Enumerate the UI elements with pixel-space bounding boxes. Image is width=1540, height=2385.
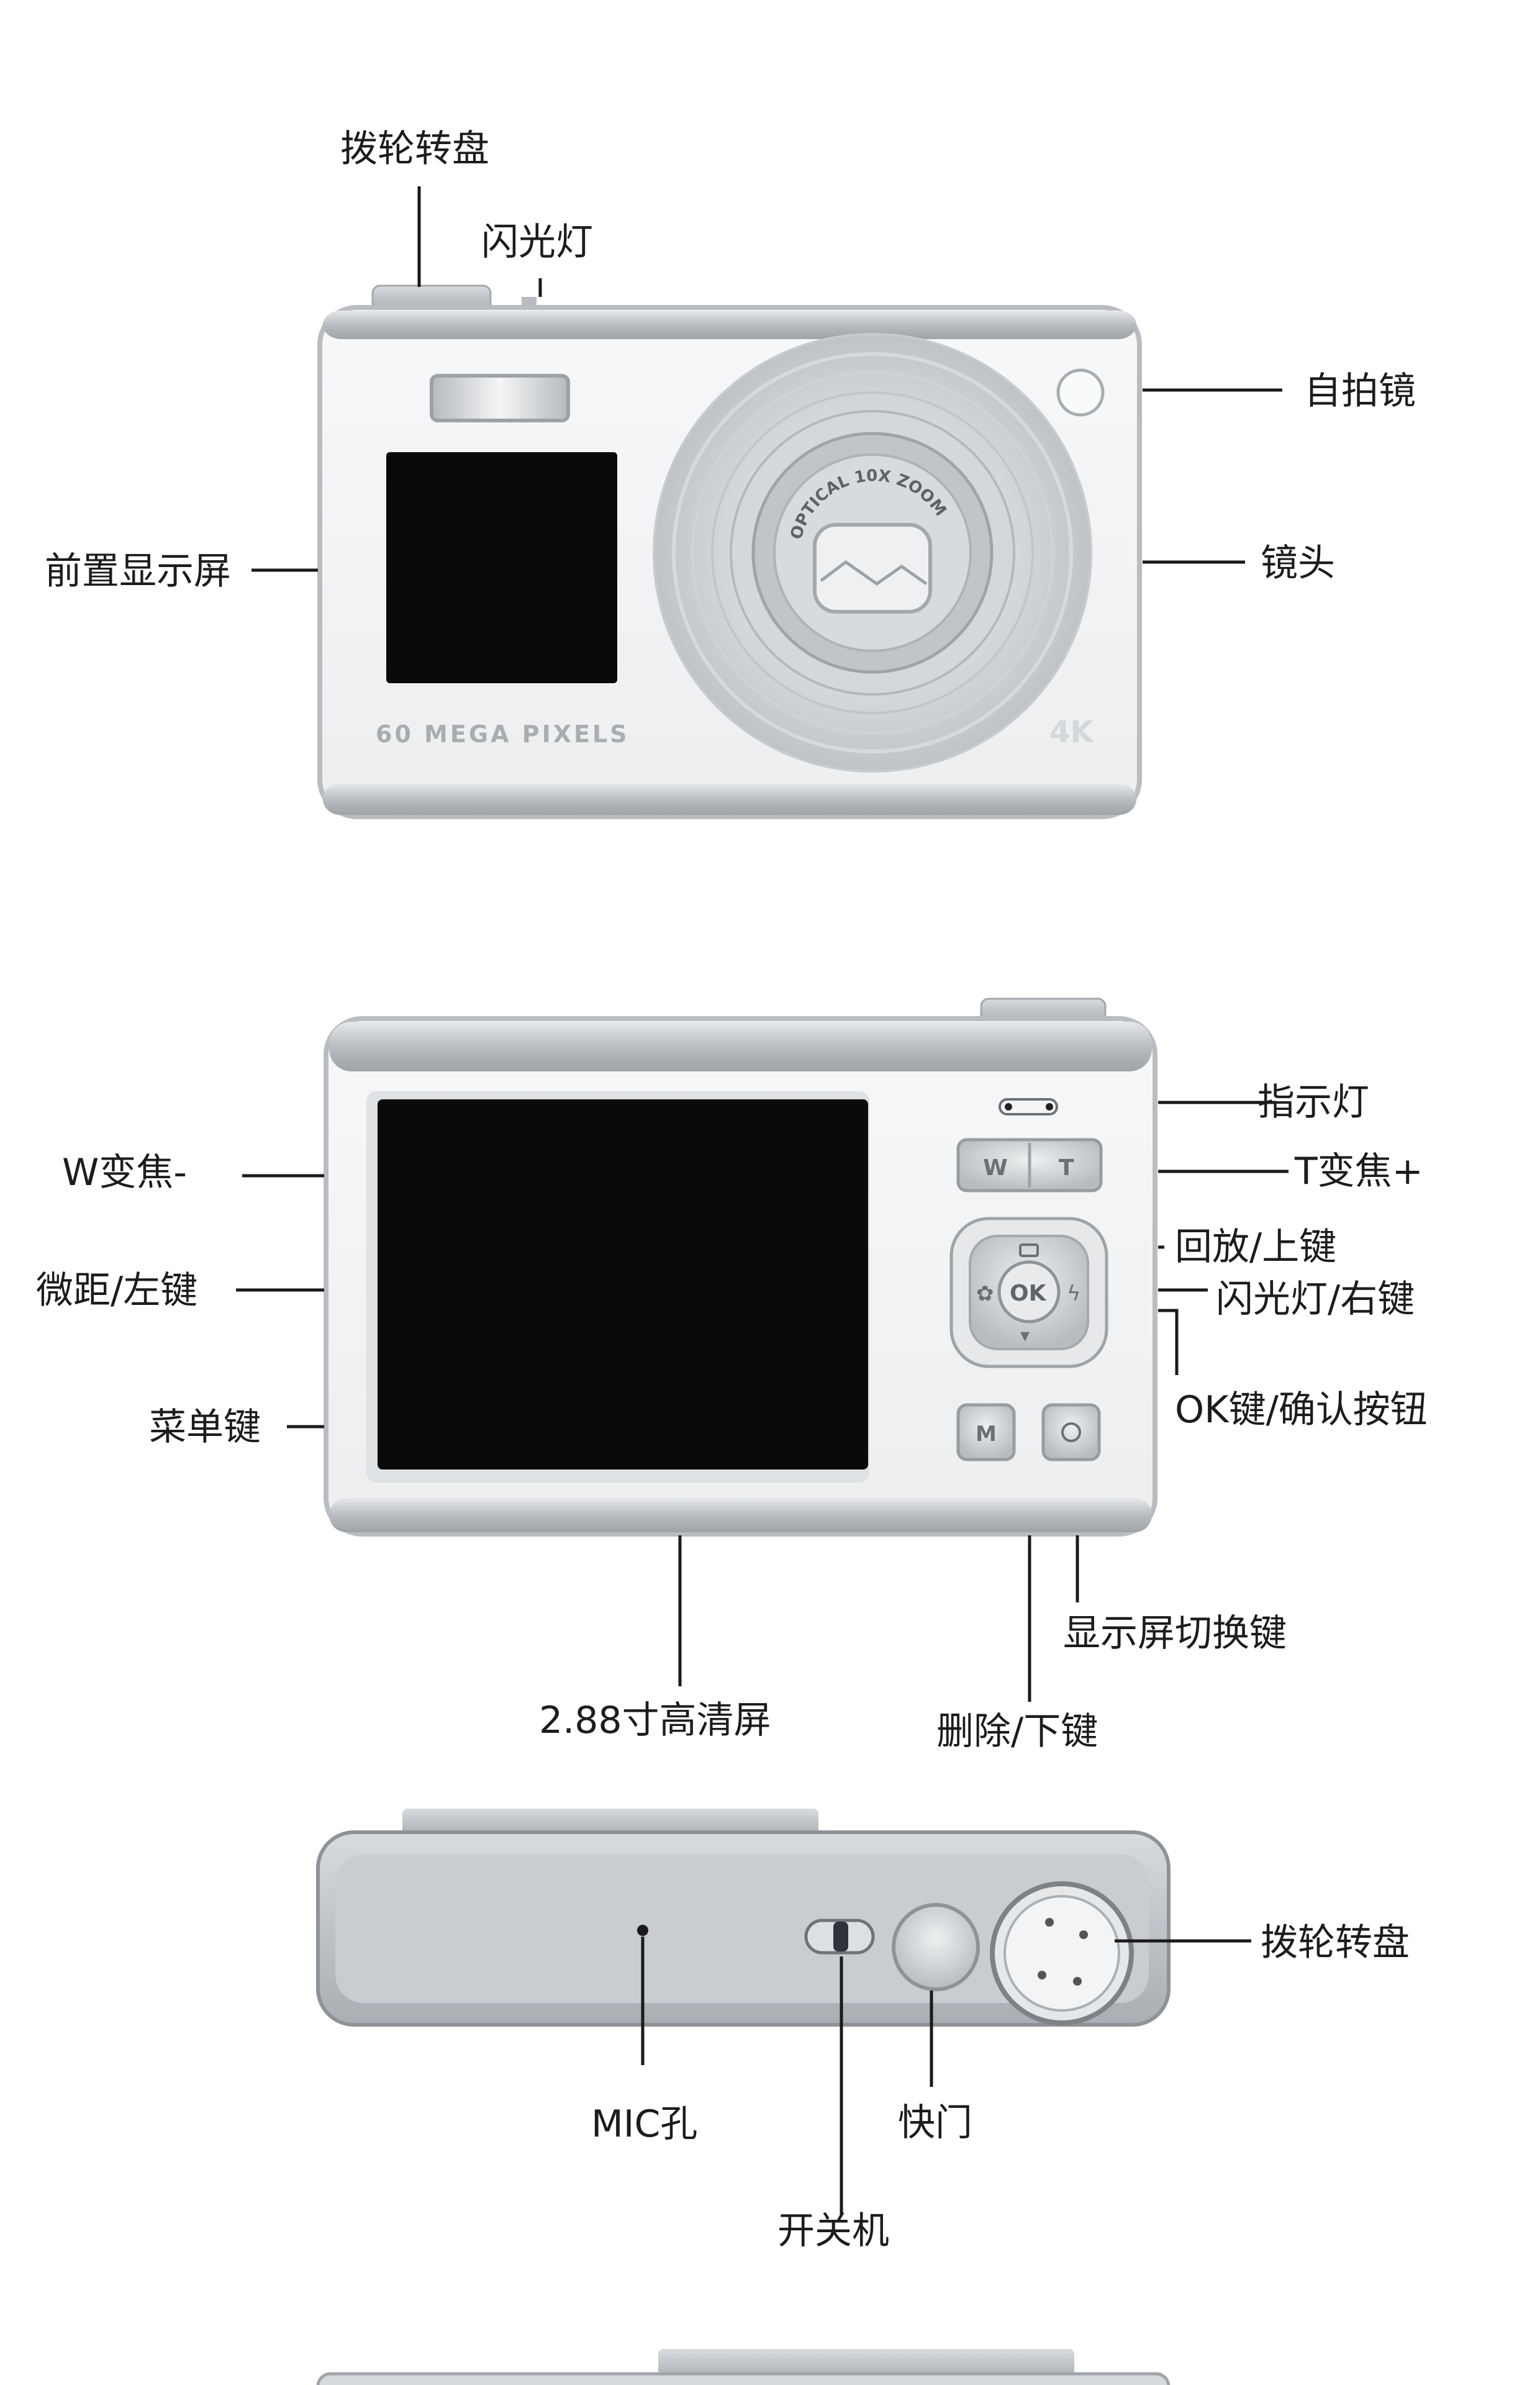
megapixel-print: 60 MEGA PIXELS [376,720,630,748]
4k-badge: 4K [1049,715,1094,750]
dial-icon-video [1045,1918,1054,1927]
lens-assembly: OPTICAL 10X ZOOM [653,333,1092,773]
indicator-light [999,1098,1058,1115]
label-menu-key: 菜单键 [149,1406,261,1449]
label-lens: 镜头 [1261,542,1335,585]
label-playback-up: 回放/上键 [1175,1225,1336,1269]
w-button-label: W [983,1155,1008,1181]
front-screen [386,452,617,683]
label-front-screen: 前置显示屏 [45,550,231,593]
label-ok-key: OK键/确认按钮 [1175,1388,1428,1432]
menu-button[interactable] [956,1403,1016,1461]
label-shutter: 快门 [898,2101,972,2145]
playback-icon [1019,1243,1039,1257]
label-flash-right: 闪光灯/右键 [1216,1278,1415,1321]
dpad[interactable]: OK ✿ ϟ ▾ [949,1217,1108,1368]
display-switch-button[interactable] [1041,1403,1101,1461]
t-button-label: T [1059,1155,1074,1181]
label-macro-left: 微距/左键 [36,1269,197,1312]
front-view: 60 MEGA PIXELS 4K OPTICAL 10X ZOOM 拨轮转盘 … [45,127,1416,819]
menu-button-label: M [976,1422,997,1447]
label-mic: MIC孔 [591,2102,697,2146]
trash-icon: ▾ [1020,1325,1030,1347]
back-view: W T OK ✿ ϟ ▾ M 指示灯 W变焦- T变焦+ [36,997,1428,1753]
label-w-zoom: W变焦- [62,1151,187,1194]
flash-window [430,374,570,422]
label-screen-switch: 显示屏切换键 [1063,1612,1287,1655]
label-hd-screen: 2.88寸高清屏 [539,1699,771,1742]
dial-icon-photo [1079,1930,1088,1939]
label-delete-down: 删除/下键 [936,1710,1098,1753]
label-selfie-mirror: 自拍镜 [1304,370,1416,413]
label-dial-top: 拨轮转盘 [1261,1921,1410,1965]
shutter-button[interactable] [892,1903,980,1991]
lens-shutter [813,523,932,614]
label-t-zoom: T变焦+ [1294,1150,1423,1193]
ok-button-label: OK [1010,1281,1047,1306]
label-flash: 闪光灯 [481,220,593,264]
dial-icon-playback [1038,1971,1046,1979]
mic-hole [637,1925,648,1936]
macro-icon: ✿ [976,1281,994,1306]
ok-button[interactable] [997,1260,1061,1324]
label-power: 开关机 [777,2209,889,2253]
top-view: 拨轮转盘 MIC孔 快门 开关机 [316,1809,1410,2253]
selfie-mirror [1056,368,1105,417]
label-indicator: 指示灯 [1257,1081,1369,1124]
switch-icon [1061,1422,1081,1442]
flash-icon: ϟ [1067,1281,1080,1306]
bottom-view-partial [316,2349,1171,2385]
label-dial-front: 拨轮转盘 [340,127,489,171]
dial-icon-setup [1073,1977,1082,1986]
